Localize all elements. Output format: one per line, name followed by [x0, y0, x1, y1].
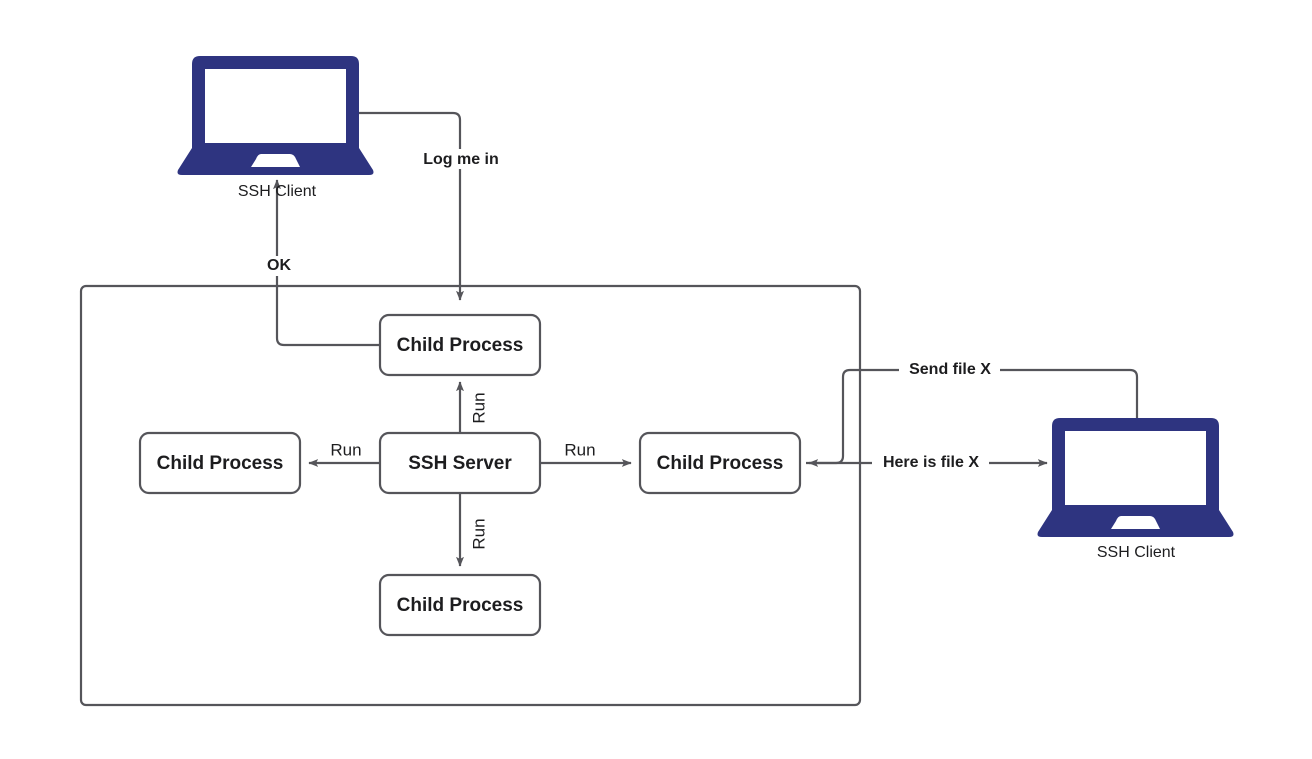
edge-run-left-label-bg	[325, 440, 367, 460]
edge-ok-path	[273, 179, 380, 347]
node-child-process-bottom[interactable]: Child Process	[378, 573, 542, 637]
edge-send-file: Send file X	[808, 360, 1139, 467]
edge-ok: OK	[258, 179, 380, 347]
edge-run-left: Run	[308, 440, 380, 467]
edge-ok-label-bg	[258, 256, 296, 276]
edge-ok-label: OK	[267, 257, 291, 274]
edge-send-file-label: Send file X	[909, 361, 991, 378]
laptop-touchpad-notch	[251, 154, 300, 167]
node-child-process-top-label: Child Process	[397, 335, 524, 356]
node-child-process-bottom-label: Child Process	[397, 595, 524, 616]
node-child-process-right-box[interactable]	[638, 431, 802, 495]
edge-here-is-file: Here is file X	[806, 453, 1048, 473]
edge-here-is-file-label-bg	[872, 453, 989, 473]
device-ssh-client-top-left[interactable]: SSH Client	[177, 56, 374, 200]
node-child-process-right-label: Child Process	[657, 453, 784, 474]
edge-send-file-label-bg	[899, 360, 1000, 380]
edge-run-up-label: Run	[469, 392, 488, 423]
node-ssh-server-label: SSH Server	[408, 453, 512, 474]
node-child-process-top-box[interactable]	[378, 313, 542, 377]
device-ssh-client-right-label: SSH Client	[1097, 544, 1176, 561]
laptop-screen-area	[205, 69, 346, 143]
edge-run-down-label: Run	[469, 518, 488, 549]
node-child-process-bottom-box[interactable]	[378, 573, 542, 637]
edge-log-me-in-label: Log me in	[423, 151, 499, 168]
laptop-touchpad-notch	[1111, 516, 1160, 529]
laptop-screen-area	[1065, 431, 1206, 505]
node-child-process-right[interactable]: Child Process	[638, 431, 802, 495]
node-child-process-left[interactable]: Child Process	[138, 431, 302, 495]
edge-send-file-path	[808, 368, 1139, 467]
edge-log-me-in-label-bg	[414, 149, 508, 169]
edge-run-right-label: Run	[564, 440, 595, 459]
edge-here-is-file-label: Here is file X	[883, 454, 979, 471]
node-child-process-left-box[interactable]	[138, 431, 302, 495]
edge-run-right-label-bg	[559, 440, 601, 460]
ssh-server-host-boundary	[79, 284, 862, 707]
edge-run-up: Run	[456, 381, 488, 434]
edge-run-down: Run	[456, 493, 488, 567]
edge-log-me-in: Log me in	[356, 111, 508, 301]
device-ssh-client-right[interactable]: SSH Client	[1037, 418, 1234, 561]
node-child-process-top[interactable]: Child Process	[378, 313, 542, 377]
edge-run-left-label: Run	[330, 440, 361, 459]
node-ssh-server[interactable]: SSH Server	[378, 431, 542, 495]
node-child-process-left-label: Child Process	[157, 453, 284, 474]
device-ssh-client-top-left-label: SSH Client	[238, 183, 317, 200]
edge-run-right: Run	[540, 440, 632, 467]
edge-log-me-in-path	[356, 111, 464, 301]
